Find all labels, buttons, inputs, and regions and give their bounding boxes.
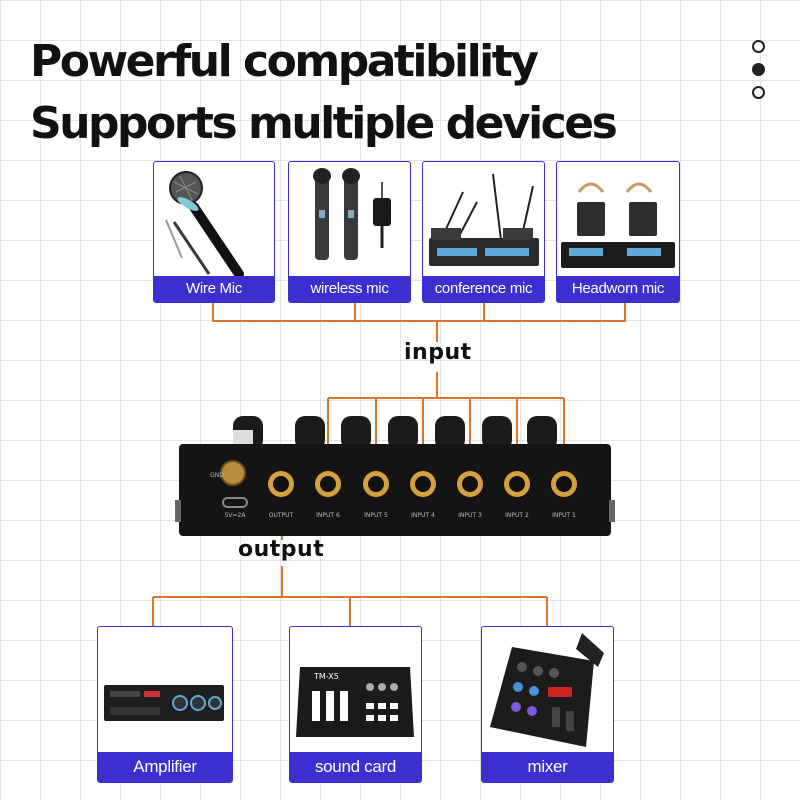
input-card-wire-mic[interactable]: Wire Mic — [153, 161, 275, 303]
output-card-label: sound card — [290, 752, 421, 782]
input-card-headworn-mic[interactable]: Headworn mic — [556, 161, 680, 303]
knob — [527, 416, 557, 450]
input-label: input — [404, 340, 472, 365]
output-card-amplifier[interactable]: Amplifier — [97, 626, 233, 783]
wired-microphone-icon — [165, 171, 244, 278]
input-wire — [212, 303, 626, 342]
knob — [482, 416, 512, 450]
knob — [341, 416, 371, 450]
wireless-microphone-icon — [313, 168, 391, 260]
page-dot-2-active[interactable] — [752, 63, 765, 76]
mixer-icon — [490, 633, 604, 747]
input-card-label: conference mic — [423, 276, 544, 302]
knob — [295, 416, 325, 450]
jack-label: INPUT 2 — [505, 512, 529, 519]
jack-wire — [327, 372, 565, 456]
page-indicator — [752, 40, 766, 109]
power-label: 5V=2A — [225, 512, 247, 519]
knob — [435, 416, 465, 450]
jack-label: INPUT 1 — [552, 512, 576, 519]
output-label: output — [238, 537, 325, 562]
output-card-sound-card[interactable]: TM-X5 sound card — [289, 626, 422, 783]
input-card-wireless-mic[interactable]: wireless mic — [288, 161, 411, 303]
headline-line-2: Supports multiple devices — [30, 98, 618, 149]
input-card-label: wireless mic — [289, 276, 410, 302]
jack-label: INPUT 4 — [411, 512, 435, 519]
page-dot-3[interactable] — [752, 86, 765, 99]
preamp-device: GND 5V=2A OUTPUT INPUT 6 INPUT 5 INPUT 4… — [175, 416, 615, 536]
input-card-label: Headworn mic — [557, 276, 679, 302]
jack-label: OUTPUT — [269, 512, 294, 519]
usb-c-port — [222, 497, 248, 508]
headworn-microphone-icon — [561, 182, 675, 268]
amplifier-icon — [104, 685, 224, 721]
input-card-label: Wire Mic — [154, 276, 274, 302]
svg-text:TM-X5: TM-X5 — [313, 672, 339, 681]
jack-label: INPUT 5 — [364, 512, 388, 519]
input-card-conference-mic[interactable]: conference mic — [422, 161, 545, 303]
output-card-mixer[interactable]: mixer — [481, 626, 614, 783]
headline-line-1: Powerful compatibility — [30, 36, 539, 87]
conference-microphone-icon — [429, 173, 539, 266]
ground-label: GND — [210, 472, 224, 479]
jack-label: INPUT 3 — [458, 512, 482, 519]
ground-screw — [220, 460, 246, 486]
jack-label: INPUT 6 — [316, 512, 340, 519]
page-dot-1[interactable] — [752, 40, 765, 53]
sound-card-icon: TM-X5 — [296, 667, 414, 737]
output-card-label: mixer — [482, 752, 613, 782]
knob — [388, 416, 418, 450]
output-card-label: Amplifier — [98, 752, 232, 782]
